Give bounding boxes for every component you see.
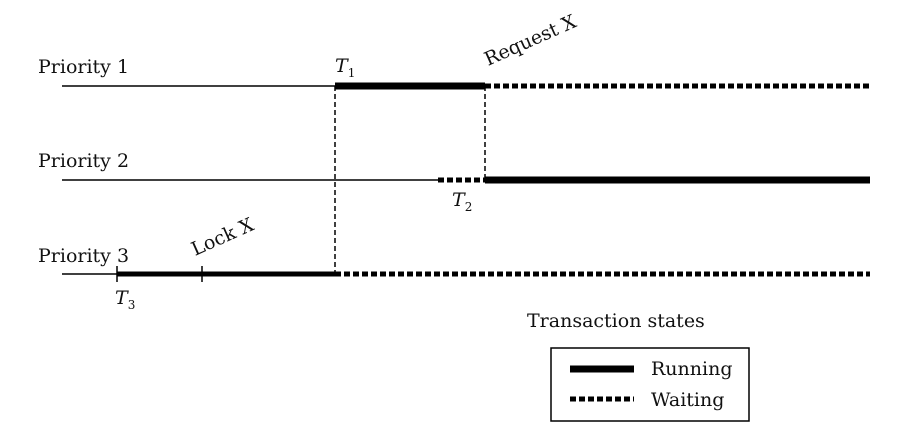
t2-label: T2 <box>452 189 472 214</box>
legend-waiting-label: Waiting <box>651 389 724 411</box>
legend-box <box>550 347 750 422</box>
lock-x-label: Lock X <box>188 214 257 261</box>
t3-label: T3 <box>115 287 135 312</box>
legend-running-label: Running <box>651 358 733 380</box>
row-label-priority-3: Priority 3 <box>38 245 129 267</box>
row-label-priority-1: Priority 1 <box>38 56 129 78</box>
request-x-label: Request X <box>481 10 580 70</box>
row-label-priority-2: Priority 2 <box>38 150 129 172</box>
legend-title: Transaction states <box>527 310 705 332</box>
t1-label: T1 <box>335 55 355 80</box>
